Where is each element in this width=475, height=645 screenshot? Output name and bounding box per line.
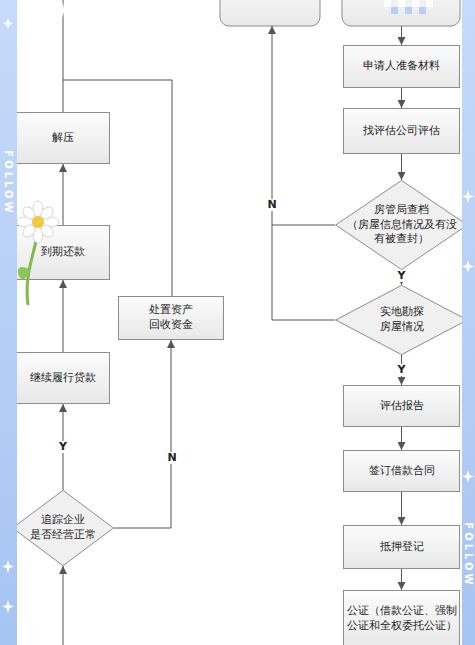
- node-text: 到期还款: [41, 245, 85, 260]
- process-box: 处置资产 回收资金: [118, 296, 224, 340]
- process-box: 继续履行贷款: [16, 352, 110, 404]
- node-text: 实地勘探 房屋情况: [380, 305, 424, 335]
- text-line: 继续履行贷款: [30, 371, 96, 386]
- text-line: 实地勘探: [380, 305, 424, 320]
- flow-arrow: [401, 492, 402, 525]
- checker-square: [384, 0, 391, 7]
- text-line: 房管局查档: [347, 203, 457, 218]
- flow-arrow: [401, 154, 402, 180]
- text-line: 抵押登记: [380, 540, 424, 555]
- checker: [384, 0, 433, 14]
- diamond-shape: [336, 285, 468, 354]
- checker-square: [405, 7, 412, 14]
- text-line: 回收资金: [149, 318, 193, 333]
- process-box: 到期还款: [16, 225, 110, 280]
- flow-line: [63, 566, 64, 645]
- edge-label: Y: [58, 441, 68, 453]
- diamond-shape: [336, 180, 468, 269]
- sparkle: [2, 560, 14, 573]
- checker-square: [426, 0, 433, 7]
- text-line: （房屋信息情况及有没: [347, 218, 457, 233]
- edge-label: Y: [397, 270, 407, 282]
- text-line: 申请人准备材料: [363, 59, 440, 74]
- side-strip: [462, 0, 475, 645]
- checker-square: [419, 7, 426, 14]
- node-text: 找评估公司评估: [363, 124, 440, 139]
- process-box: 公证（借款公证、强制 公证和全权委托公证）: [343, 590, 460, 645]
- sparkle: [462, 190, 474, 203]
- edge-label: Y: [397, 364, 407, 376]
- text-line: 到期还款: [41, 245, 85, 260]
- process-box: 申请人准备材料: [343, 45, 460, 88]
- node-text: 抵押登记: [380, 540, 424, 555]
- text-line: 房屋情况: [380, 320, 424, 335]
- node-text: 房管局查档 （房屋信息情况及有没 有被查封）: [347, 203, 457, 248]
- node-text: 申请人准备材料: [363, 59, 440, 74]
- text-line: 公证（借款公证、强制: [347, 604, 457, 619]
- flower-petal: [21, 205, 38, 222]
- side-strip: [0, 0, 17, 645]
- decision-diamond: 追踪企业 是否经营正常: [12, 490, 114, 566]
- text-line: 追踪企业: [30, 513, 96, 528]
- flow-arrow: [401, 88, 402, 108]
- flow-line: [272, 225, 335, 226]
- sparkles: [2, 2, 474, 613]
- sparkle: [462, 470, 474, 483]
- text-line: 找评估公司评估: [363, 124, 440, 139]
- flow-arrow: [114, 340, 171, 528]
- process-box: 抵押登记: [343, 525, 460, 569]
- decision-diamond: 房管局查档 （房屋信息情况及有没 有被查封）: [335, 180, 468, 270]
- node-text: 追踪企业 是否经营正常: [30, 513, 96, 543]
- process-box: 找评估公司评估: [343, 108, 460, 154]
- node-text: 处置资产 回收资金: [149, 303, 193, 333]
- checker-square: [412, 0, 419, 7]
- watermark: FOLLOW: [3, 150, 14, 215]
- sparkle: [462, 260, 474, 273]
- cut-off-box: [220, 0, 320, 26]
- sparkle: [54, 2, 70, 18]
- process-box: 签订借款合同: [343, 450, 460, 492]
- checker-square: [398, 0, 405, 7]
- flow-arrow: [63, 164, 64, 225]
- flower-petal: [33, 201, 43, 217]
- checker-square: [391, 7, 398, 14]
- text-line: 解压: [52, 131, 74, 146]
- node-text: 继续履行贷款: [30, 371, 96, 386]
- diamond-shape: [13, 490, 114, 565]
- text-line: 签订借款合同: [369, 464, 435, 479]
- branch-label: N: [266, 199, 277, 211]
- flow-line: [272, 26, 335, 320]
- node-text: 公证（借款公证、强制 公证和全权委托公证）: [347, 604, 457, 634]
- flow-arrow: [401, 427, 402, 450]
- text-line: 评估报告: [380, 399, 424, 414]
- process-box: 评估报告: [343, 385, 460, 427]
- flower-petal: [39, 205, 56, 222]
- decision-diamond: 实地勘探 房屋情况: [335, 285, 468, 355]
- flow-line: [401, 26, 402, 45]
- watermark: FOLLOW: [463, 522, 474, 587]
- node-text: 解压: [52, 131, 74, 146]
- cut-off-box: [342, 0, 460, 26]
- text-line: 公证和全权委托公证）: [347, 619, 457, 634]
- flow-arrow: [63, 280, 64, 352]
- process-box: 解压: [16, 112, 110, 164]
- flow-line: [63, 0, 64, 112]
- node-text: 签订借款合同: [369, 464, 435, 479]
- edge-label: N: [166, 452, 177, 464]
- flow-arrow: [401, 569, 402, 590]
- sparkle: [3, 18, 13, 29]
- text-line: 是否经营正常: [30, 528, 96, 543]
- text-line: 处置资产: [149, 303, 193, 318]
- node-text: 评估报告: [380, 399, 424, 414]
- sparkle: [2, 600, 14, 613]
- text-line: 有被查封）: [347, 232, 457, 247]
